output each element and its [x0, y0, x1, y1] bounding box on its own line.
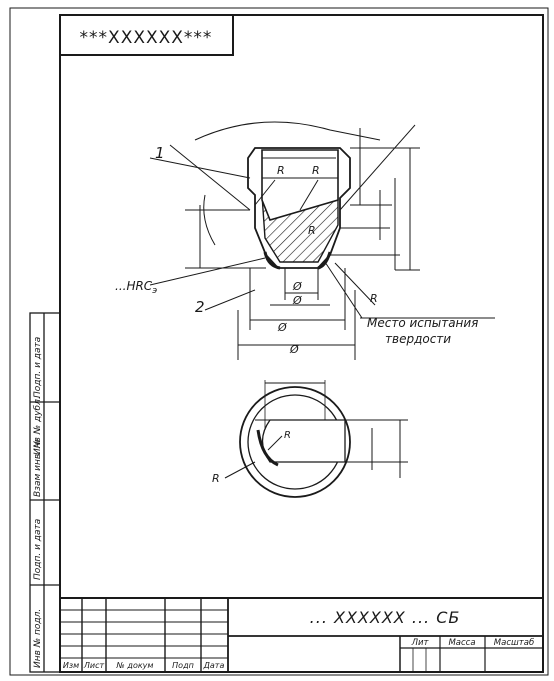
radius-label-end-2: R — [284, 430, 291, 441]
section-dimensions — [149, 121, 495, 360]
end-view-labels: R R — [212, 430, 291, 485]
diameter-label-4: Ø — [289, 343, 299, 356]
sheet-frame — [9, 7, 549, 676]
col-lit: Лит — [411, 638, 430, 648]
radius-label-4: R — [370, 292, 378, 305]
diameter-label-2: Ø — [292, 294, 302, 307]
diameter-label-1: Ø — [292, 280, 302, 293]
side-label-podp-data-2: Подп. и дата — [33, 337, 43, 398]
hardness-label: ...HRCэ — [115, 279, 157, 296]
end-view — [224, 380, 408, 498]
side-label-vzam-inv: Взам инв. № — [33, 439, 43, 497]
section-view — [247, 147, 351, 300]
side-label-inv-podl: Инв № подл. — [33, 609, 43, 668]
col-data: Дата — [203, 661, 225, 670]
radius-label-2: R — [312, 164, 320, 177]
diameter-label-3: Ø — [277, 321, 287, 334]
col-massa: Масса — [448, 638, 475, 648]
title-block-text: ... XXXXXX ... СБ Изм Лист № докум Подп … — [63, 608, 534, 670]
hardness-note-line2: твердости — [385, 332, 451, 346]
hardness-note-line1: Место испытания — [367, 316, 478, 330]
callout-1: 1 — [155, 144, 165, 162]
side-strip — [29, 312, 61, 673]
col-izm: Изм — [63, 661, 79, 670]
callout-2: 2 — [195, 298, 205, 316]
drawing-designation: ... XXXXXX ... СБ — [310, 608, 461, 627]
side-label-inv-dubl: Инв № дубл. — [33, 396, 43, 455]
radius-label-end-1: R — [212, 472, 220, 485]
header-code-box: ***XXXXXX*** — [59, 14, 234, 56]
header-code: ***XXXXXX*** — [80, 28, 213, 48]
side-strip-labels: Инв № подл. Подп. и дата Взам инв. № Инв… — [33, 337, 43, 668]
section-labels: 1 2 ...HRCэ R R R R Ø Ø Ø Ø Место испыта… — [115, 144, 478, 356]
col-masshtab: Масштаб — [494, 638, 534, 648]
side-label-podp-data-1: Подп. и дата — [33, 519, 43, 580]
radius-label-1: R — [277, 164, 285, 177]
title-block — [59, 597, 544, 673]
col-list: Лист — [83, 661, 105, 670]
col-podp: Подп — [172, 661, 194, 670]
radius-label-3: R — [308, 224, 316, 237]
col-n-dokum: № докум — [116, 661, 154, 670]
